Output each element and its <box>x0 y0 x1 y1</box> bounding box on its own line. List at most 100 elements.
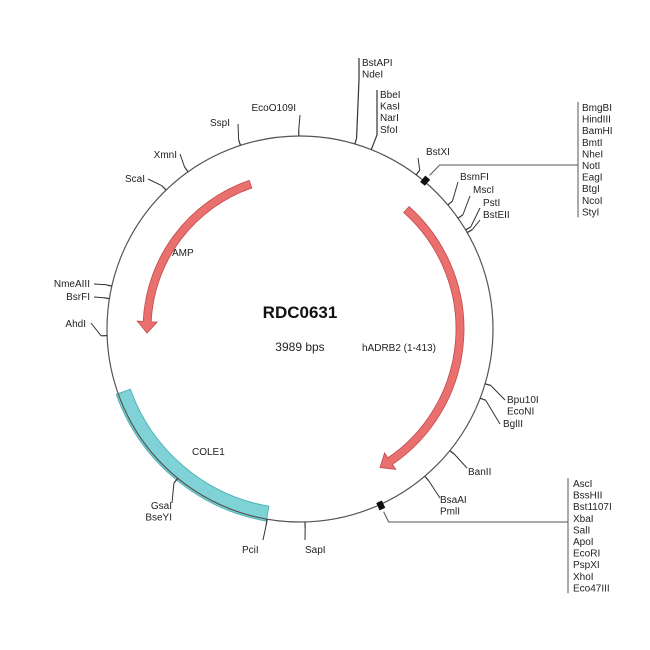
restriction-sites-layer: BstAPINdeIBbeIKasINarISfoIBstXIBmgBIHind… <box>54 58 613 594</box>
site-asci[interactable]: AscIBssHIIBst1107IXbaISalIApoIEcoRIPspXI… <box>376 478 612 594</box>
site-leader-line <box>147 178 163 187</box>
site-label[interactable]: HindIII <box>582 115 611 126</box>
site-bstxi[interactable]: BstXI <box>415 147 450 176</box>
site-label[interactable]: BamHI <box>582 126 613 137</box>
site-tick <box>370 143 375 150</box>
site-leader-line <box>485 400 501 425</box>
site-label[interactable]: BsmFI <box>460 172 489 183</box>
site-leader-line <box>417 157 421 171</box>
site-tick <box>422 177 430 186</box>
site-bsmfi[interactable]: BsmFI <box>447 172 489 206</box>
site-tick <box>421 177 429 185</box>
site-label[interactable]: BglII <box>503 419 523 430</box>
site-label[interactable]: Bpu10I <box>507 395 539 406</box>
site-label[interactable]: MscI <box>473 185 494 196</box>
site-tick <box>161 185 167 191</box>
site-label[interactable]: NotI <box>582 161 600 172</box>
site-tick <box>465 226 472 231</box>
site-label[interactable]: ScaI <box>125 174 145 185</box>
site-psti[interactable]: PstI <box>465 198 501 231</box>
site-label[interactable]: BbeI <box>380 90 401 101</box>
site-label[interactable]: BmgBI <box>582 103 612 114</box>
site-label[interactable]: NmeAIII <box>54 279 90 290</box>
cds-arrow[interactable] <box>136 179 253 334</box>
site-label[interactable]: AscI <box>573 479 592 490</box>
site-tick <box>380 500 386 509</box>
site-tick <box>377 501 383 510</box>
site-leader-line <box>471 219 481 230</box>
site-label[interactable]: BseYI <box>145 513 172 524</box>
site-label[interactable]: PciI <box>242 545 259 556</box>
site-bsrfi[interactable]: BsrFI <box>66 292 110 303</box>
site-label[interactable]: NcoI <box>582 196 603 207</box>
site-label[interactable]: BtgI <box>582 184 600 195</box>
cds-arrow[interactable] <box>379 205 465 470</box>
site-label[interactable]: PspXI <box>573 560 600 571</box>
site-bglii[interactable]: BglII <box>479 397 523 430</box>
site-label[interactable]: BanII <box>468 467 491 478</box>
site-label[interactable]: Bst1107I <box>573 502 612 513</box>
site-ecoo109i[interactable]: EcoO109I <box>252 103 301 137</box>
site-leader-line <box>428 480 441 499</box>
plasmid-backbone <box>106 135 494 523</box>
site-label[interactable]: BmtI <box>582 138 603 149</box>
site-label[interactable]: StyI <box>582 207 599 218</box>
site-tick <box>105 284 112 287</box>
site-bsteii[interactable]: BstEII <box>466 210 510 234</box>
site-label[interactable]: EcoRI <box>573 549 600 560</box>
site-sspi[interactable]: SspI <box>210 118 242 146</box>
feature-amp[interactable]: AMP <box>136 179 253 334</box>
site-label[interactable]: EcoNI <box>507 407 534 418</box>
site-tick <box>415 169 421 176</box>
site-leader-line <box>451 181 459 202</box>
site-label[interactable]: ApoI <box>573 537 594 548</box>
site-label[interactable]: XbaI <box>573 514 594 525</box>
site-scai[interactable]: ScaI <box>125 174 167 191</box>
site-label[interactable]: BsrFI <box>66 292 90 303</box>
site-label[interactable]: PstI <box>483 198 500 209</box>
site-label[interactable]: BstAPI <box>362 58 393 69</box>
site-tick <box>378 501 384 510</box>
site-tick <box>424 475 430 482</box>
site-tick <box>466 229 473 234</box>
site-nmeaiii[interactable]: NmeAIII <box>54 279 112 290</box>
site-label[interactable]: NheI <box>582 149 603 160</box>
site-label[interactable]: KasI <box>380 102 400 113</box>
site-label[interactable]: BssHII <box>573 491 602 502</box>
site-tick <box>238 139 242 146</box>
site-xmni[interactable]: XmnI <box>154 150 189 173</box>
site-pcii[interactable]: PciI <box>242 519 268 556</box>
site-label[interactable]: GsaI <box>151 501 172 512</box>
site-ahdi[interactable]: AhdI <box>65 319 108 337</box>
site-leader-line <box>462 195 471 215</box>
site-label[interactable]: PmlI <box>440 507 460 518</box>
site-banii[interactable]: BanII <box>449 450 491 478</box>
feature-cole1[interactable]: COLE1 <box>115 388 270 522</box>
site-label[interactable]: NdeI <box>362 70 383 81</box>
site-label[interactable]: SspI <box>210 118 230 129</box>
feature-hadrb2-1-413[interactable]: hADRB2 (1-413) <box>362 205 465 470</box>
site-label[interactable]: Eco47III <box>573 583 610 594</box>
site-label[interactable]: AhdI <box>65 319 86 330</box>
site-label[interactable]: SalI <box>573 525 590 536</box>
origin-segment[interactable] <box>115 388 270 522</box>
site-label[interactable]: XhoI <box>573 572 594 583</box>
site-label[interactable]: SfoI <box>380 125 398 136</box>
site-msci[interactable]: MscI <box>457 185 494 219</box>
site-label[interactable]: EcoO109I <box>252 103 296 114</box>
site-label[interactable]: BstEII <box>483 210 510 221</box>
site-bmgbi[interactable]: BmgBIHindIIIBamHIBmtINheINotIEagIBtgINco… <box>420 102 613 218</box>
site-label[interactable]: SapI <box>305 545 326 556</box>
site-label[interactable]: BsaAI <box>440 495 467 506</box>
site-sapi[interactable]: SapI <box>304 521 326 556</box>
site-label[interactable]: EagI <box>582 173 603 184</box>
site-label[interactable]: NarI <box>380 113 399 124</box>
site-label[interactable]: BstXI <box>426 147 450 158</box>
site-label[interactable]: XmnI <box>154 150 177 161</box>
site-tick <box>376 502 381 511</box>
